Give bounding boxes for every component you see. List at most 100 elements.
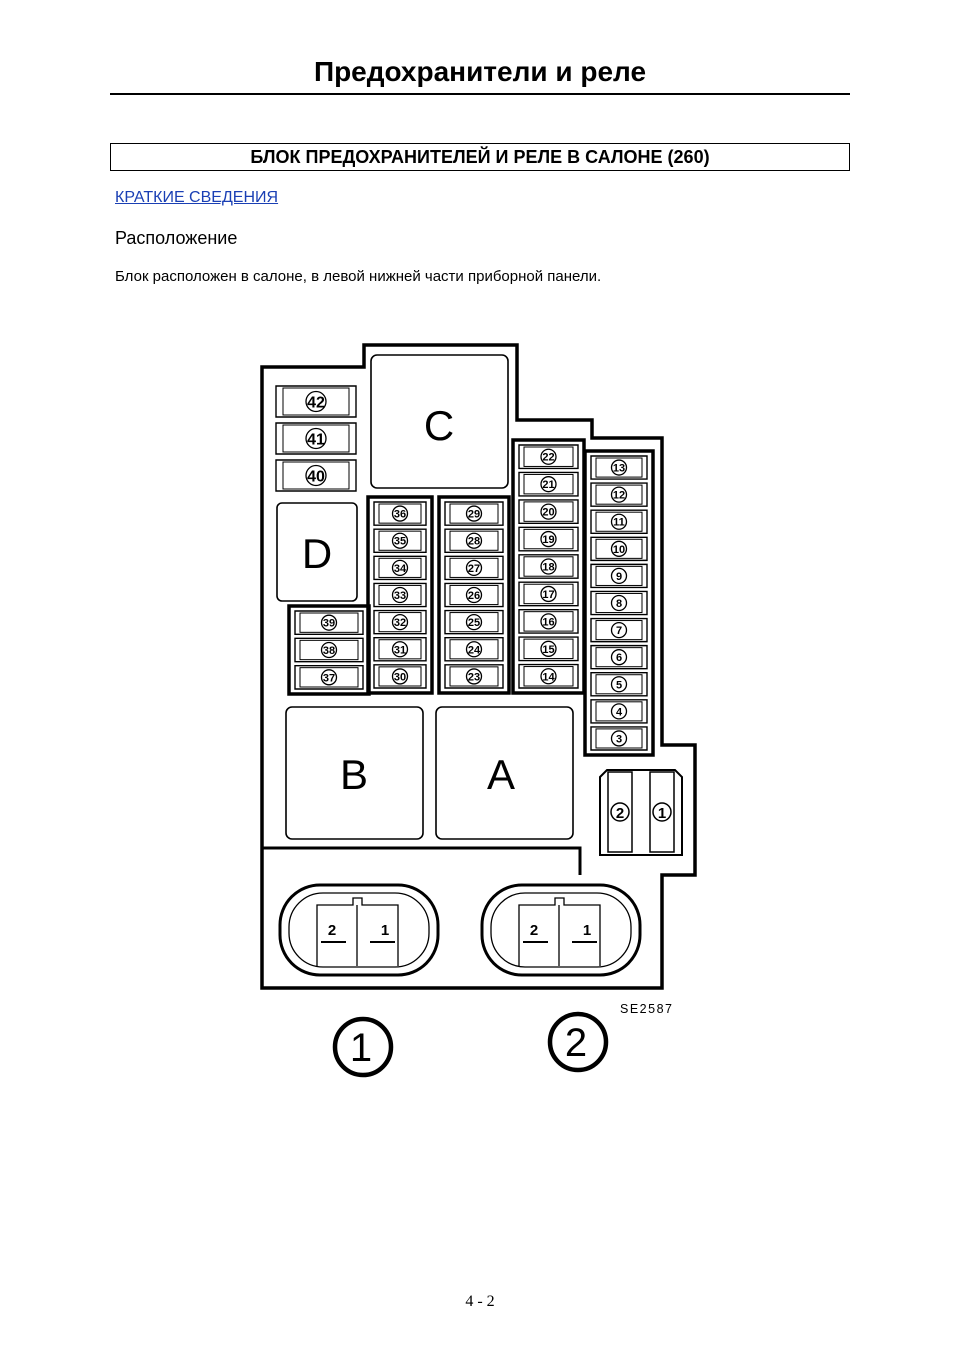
fuse-label: 28 [468,536,480,548]
fuse-layer: 4241403938373635343332313029282726252423… [275,385,655,757]
fuse-group-col-37-39: 39 38 37 [287,604,371,696]
fuse-label: 35 [394,536,406,548]
connector-callout-2: 2 [547,1011,609,1073]
fuse-label: 3 [616,733,622,745]
fuse-12: 12 [590,482,648,507]
figure-id: SE2587 [620,1002,673,1016]
fuse-label: 21 [542,479,554,491]
fuse-label: 33 [394,590,406,602]
fuse-10: 10 [590,536,648,562]
fuse-group-col-30-36: 36 35 34 33 32 31 30 [366,495,434,695]
svg-text:B: B [340,751,368,798]
section-title-box: БЛОК ПРЕДОХРАНИТЕЛЕЙ И РЕЛЕ В САЛОНЕ (26… [110,143,850,171]
fuse-9: 9 [590,563,648,589]
svg-text:A: A [487,751,515,798]
fuse-label: 38 [323,645,335,657]
fuse-27: 27 [444,555,504,581]
fuse-32: 32 [373,609,427,635]
fuse-42: 42 [275,385,357,418]
fuse-6: 6 [590,644,648,670]
fuse-13: 13 [590,455,648,480]
fuse-label: 36 [394,509,406,521]
fuse-label: 9 [616,571,622,583]
fuse-group-top-left: 42 41 40 [275,385,357,492]
fuse-label: 40 [307,469,325,486]
fuse-8: 8 [590,590,648,616]
fuse-label: 17 [542,589,554,601]
maxi-fuse-holder: 2 1 [599,769,683,856]
fuse-label: 23 [468,671,480,683]
fuse-label: 15 [542,644,554,656]
fuse-28: 28 [444,528,504,553]
fuse-15: 15 [518,636,579,662]
fuse-label: 42 [307,395,325,412]
fuse-label: 32 [394,617,406,629]
connector-pin: 1 [381,922,389,939]
fuse-label: 34 [394,563,407,575]
fuse-label: 7 [616,625,622,637]
fuse-22: 22 [518,444,579,470]
fuse-label: 16 [542,616,554,628]
fuse-40: 40 [275,459,357,492]
maxi-fuse-label: 2 [616,805,624,822]
svg-text:D: D [302,530,332,577]
page-title: Предохранители и реле [313,56,647,87]
relay-d: D [276,502,358,602]
fuse-label: 18 [542,562,554,574]
relay-b: B [285,706,424,840]
fuse-14: 14 [518,663,579,689]
connector-pin: 2 [530,922,538,939]
fuse-label: 26 [468,590,480,602]
fuse-label: 25 [468,617,480,629]
fuse-group-col-14-22: 22 21 20 19 18 17 16 15 14 [511,438,586,695]
fuse-label: 13 [613,463,625,475]
connector-pin: 2 [328,922,336,939]
fuse-label: 10 [613,544,625,556]
fuse-26: 26 [444,582,504,608]
fuse-17: 17 [518,581,579,607]
fuse-label: 20 [542,507,554,519]
fuse-37: 37 [294,664,364,690]
connector-section-divider [262,846,582,875]
fuse-label: 30 [394,671,406,683]
fuse-35: 35 [373,528,427,553]
connector-1: 2 1 [278,883,440,977]
fuse-label: 24 [468,644,481,656]
fuse-19: 19 [518,526,579,552]
fuse-label: 31 [394,644,406,656]
fuse-41: 41 [275,422,357,455]
fuse-18: 18 [518,554,579,579]
fuse-31: 31 [373,637,427,662]
fuse-39: 39 [294,610,364,636]
fuse-11: 11 [590,509,648,534]
location-text: Блок расположен в салоне, в левой нижней… [115,268,602,285]
location-subheading: Расположение [115,228,238,248]
fuse-label: 14 [542,671,555,683]
fuse-21: 21 [518,471,579,497]
fuse-label: 29 [468,509,480,521]
svg-text:1: 1 [350,1026,372,1070]
summary-link[interactable]: КРАТКИЕ СВЕДЕНИЯ [115,189,279,206]
fuse-label: 6 [616,652,622,664]
fuse-label: 22 [542,452,554,464]
fuse-box-diagram: C D B A 42414039383736353433323130292827… [260,343,697,1078]
connector-2: 2 1 [480,883,642,977]
relay-c: C [370,354,509,489]
fuse-label: 12 [613,490,625,502]
fuse-4: 4 [590,699,648,724]
fuse-23: 23 [444,664,504,689]
connector-pin: 1 [583,922,591,939]
svg-text:C: C [424,402,454,449]
title-rule [110,93,850,95]
fuse-5: 5 [590,672,648,697]
fuse-label: 5 [616,679,622,691]
fuse-group-col-23-29: 29 28 27 26 25 24 23 [437,495,511,695]
fuse-36: 36 [373,501,427,526]
fuse-7: 7 [590,617,648,643]
fuse-29: 29 [444,501,504,526]
fuse-3: 3 [590,726,648,751]
fuse-30: 30 [373,664,427,689]
fuse-33: 33 [373,582,427,608]
fuse-box-outline [260,343,697,990]
fuse-label: 11 [613,517,625,529]
